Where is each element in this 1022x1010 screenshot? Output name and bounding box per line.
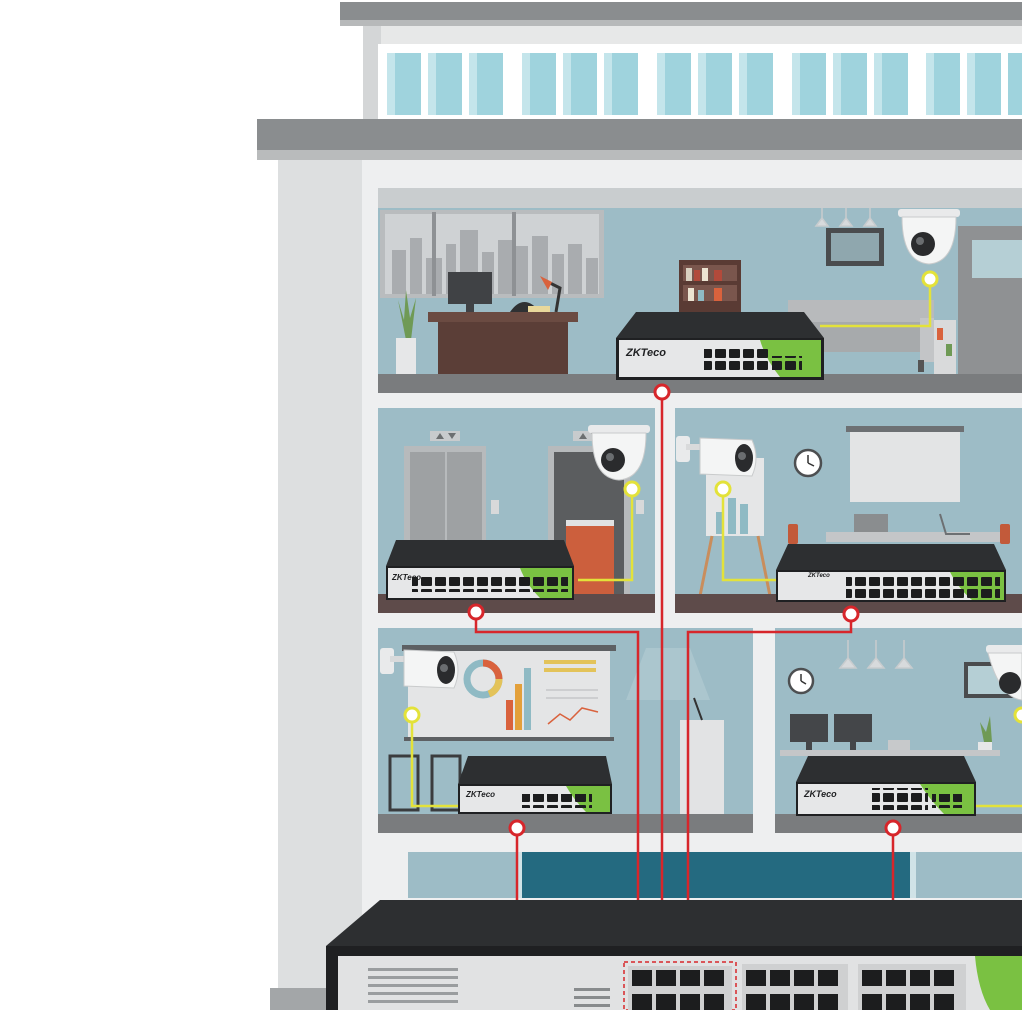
- top-roof: [340, 2, 1022, 20]
- ground-floor-windows: [408, 852, 1022, 898]
- brand-logo: ZKTeco: [465, 790, 495, 799]
- brand-logo: ZKTeco: [625, 347, 666, 359]
- core-poe-switch: [326, 900, 1022, 1010]
- left-wing: [278, 160, 364, 1010]
- main-roof: [257, 119, 1022, 150]
- brand-logo: ZKTeco: [807, 573, 830, 579]
- top-windows: [378, 44, 1022, 120]
- brand-logo: ZKTeco: [803, 789, 837, 799]
- clock-icon: [789, 669, 813, 693]
- clock-icon: [795, 450, 821, 476]
- poe-switch-work-area: ZKTeco: [796, 756, 976, 816]
- poe-switch-presentation: ZKTeco: [458, 756, 612, 814]
- poe-switch-office: ZKTeco: [616, 312, 824, 380]
- poe-switch-meeting: ZKTeco: [776, 544, 1006, 602]
- poe-switch-elevator: ZKTeco: [386, 540, 574, 600]
